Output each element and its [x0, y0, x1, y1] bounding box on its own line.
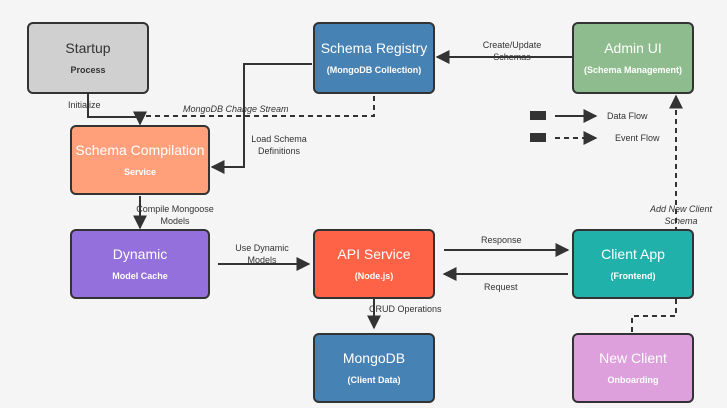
- edge-label-line: Definitions: [257, 146, 301, 156]
- node-title: Admin UI: [604, 40, 662, 56]
- node-startup: Startup Process: [27, 22, 149, 94]
- edge-label-crud: CRUD Operations: [369, 304, 442, 314]
- edge-load-schema: [210, 63, 312, 174]
- node-title: API Service: [337, 246, 411, 262]
- node-subtitle: Model Cache: [112, 271, 168, 281]
- edge-label-line: Schema: [664, 216, 698, 226]
- node-title: Schema Registry: [320, 40, 428, 56]
- edge-label-add-client: Add New Client Schema: [640, 203, 722, 227]
- node-subtitle: (MongoDB Collection): [326, 65, 422, 75]
- edge-label-line: Load Schema: [251, 134, 307, 144]
- edge-label-create-update: Create/Update Schemas: [470, 39, 554, 63]
- edge-label-line: Use Dynamic: [235, 243, 289, 253]
- node-subtitle: (Frontend): [610, 271, 656, 281]
- node-schema-compilation: Schema Compilation Service: [70, 125, 210, 195]
- edge-change-stream: [133, 96, 375, 126]
- node-title: New Client: [599, 350, 667, 366]
- edge-label-line: Create/Update: [482, 40, 542, 50]
- legend-event-swatch: [530, 133, 546, 142]
- node-api-service: API Service (Node.js): [313, 229, 435, 299]
- edge-label-line: Add New Client: [649, 204, 713, 214]
- node-new-client: New Client Onboarding: [572, 333, 694, 403]
- node-title: Dynamic: [112, 246, 168, 262]
- node-subtitle: (Schema Management): [583, 65, 683, 75]
- edge-label-compile-models: Compile Mongoose Models: [125, 203, 225, 227]
- legend-event-flow-label: Event Flow: [615, 133, 660, 143]
- node-client-app: Client App (Frontend): [572, 229, 694, 299]
- edge-label-request: Request: [484, 282, 518, 292]
- node-subtitle: Service: [123, 167, 157, 177]
- edge-label-line: Schemas: [493, 52, 531, 62]
- edge-label-load-schema: Load Schema Definitions: [240, 133, 318, 157]
- edge-label-line: Models: [160, 216, 190, 226]
- edge-label-change-stream: MongoDB Change Stream: [183, 104, 289, 114]
- node-title: Client App: [601, 246, 665, 262]
- edge-label-use-dynamic: Use Dynamic Models: [222, 242, 302, 266]
- legend-data-swatch: [530, 111, 546, 120]
- node-schema-registry: Schema Registry (MongoDB Collection): [313, 22, 435, 94]
- edge-label-line: Compile Mongoose: [136, 204, 214, 214]
- node-dynamic-cache: Dynamic Model Cache: [70, 229, 210, 299]
- edge-label-line: Models: [247, 255, 277, 265]
- legend-data-flow-label: Data Flow: [607, 111, 648, 121]
- node-subtitle: Process: [70, 65, 106, 75]
- node-subtitle: (Client Data): [347, 375, 401, 385]
- node-mongodb: MongoDB (Client Data): [313, 333, 435, 403]
- node-subtitle: Onboarding: [607, 375, 659, 385]
- edge-label-response: Response: [481, 235, 522, 245]
- edge-add-client: [631, 94, 683, 332]
- node-admin-ui: Admin UI (Schema Management): [572, 22, 694, 94]
- node-title: Startup: [65, 40, 111, 56]
- edge-label-initialize: Initialize: [68, 100, 101, 110]
- node-title: MongoDB: [342, 350, 406, 366]
- node-title: Schema Compilation: [75, 142, 205, 158]
- node-subtitle: (Node.js): [354, 271, 394, 281]
